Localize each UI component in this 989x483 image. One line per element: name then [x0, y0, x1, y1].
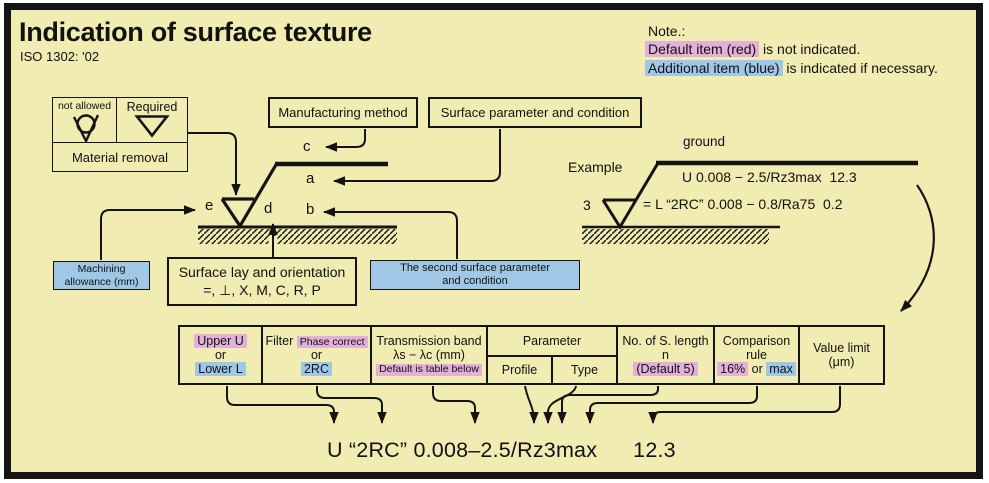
s-length-default: (Default 5): [633, 362, 698, 376]
table-col-comparison: Comparison rule 16% or max: [715, 327, 800, 383]
table-col-s-length: No. of S. length n (Default 5): [618, 327, 715, 383]
formula-filter: “2RC”: [348, 438, 408, 462]
transmission-default: Default is table below: [376, 363, 482, 376]
note-default-item: Default item (red): [645, 41, 760, 57]
table-col-parameter: Parameter Profile Type: [488, 327, 618, 383]
formula-n: 3: [543, 438, 556, 462]
parameter-type: Type: [570, 363, 599, 377]
value-limit-line2: (μm): [828, 355, 855, 369]
surface-lay-box: Surface lay and orientation =, ⊥, X, M, …: [167, 257, 357, 306]
phase-correct: Phase correct: [296, 335, 368, 348]
example-line1: U 0.008 − 2.5/Rz3max 12.3: [682, 169, 857, 185]
machining-allowance-line2: allowance (mm): [64, 275, 139, 288]
lower-l: Lower L: [195, 362, 246, 376]
parameter-header: Parameter: [522, 334, 582, 348]
formula-u: U: [327, 438, 343, 462]
transmission-band-line1: Transmission band: [376, 334, 482, 349]
note-heading: Note.:: [648, 23, 686, 39]
example-ground-label: ground: [683, 134, 726, 149]
transmission-band-line2: λs − λc (mm): [393, 348, 465, 363]
letter-e: e: [205, 197, 214, 214]
example-label: Example: [568, 159, 623, 175]
example-number: 3: [583, 197, 591, 213]
col1-or: or: [214, 348, 227, 362]
letter-b: b: [306, 201, 315, 218]
removal-not-allowed-icon: [72, 114, 99, 142]
letter-a: a: [306, 170, 315, 187]
formula-rule: max: [555, 438, 598, 462]
value-limit-line1: Value limit: [813, 341, 870, 355]
removal-required-icon: [134, 115, 170, 138]
second-parameter-line1: The second surface parameter: [400, 261, 550, 274]
standard-reference: ISO 1302: '02: [20, 49, 100, 64]
material-removal-label: Material removal: [71, 149, 169, 165]
col2-or: or: [310, 348, 323, 363]
table-col-transmission: Transmission band λs − λc (mm) Default i…: [372, 327, 488, 383]
formula-value: 12.3: [633, 438, 676, 462]
letter-d: d: [264, 200, 273, 217]
formula-type: z: [532, 438, 544, 462]
second-parameter-box: The second surface parameter and conditi…: [370, 260, 580, 290]
required-label: Required: [126, 100, 178, 114]
comparison-max: max: [766, 362, 796, 376]
not-allowed-label: not allowed: [57, 100, 112, 112]
formula-band: 0.008–2.5/: [413, 438, 518, 462]
comparison-line1: Comparison: [722, 334, 791, 348]
note-line-2: Additional item (blue) is indicated if n…: [645, 60, 938, 76]
upper-u: Upper U: [194, 334, 247, 348]
second-parameter-line2: and condition: [442, 275, 508, 287]
comparison-rule: rule: [746, 348, 767, 362]
table-col-upper-lower: Upper U or Lower L: [180, 327, 263, 383]
machining-allowance-line1: Machining: [77, 262, 126, 275]
note-line-2-rest: is indicated if necessary.: [782, 60, 938, 76]
filter-2rc: 2RC: [300, 362, 332, 377]
table-col-filter: Filter Phase correct or 2RC: [263, 327, 372, 383]
s-length-n: n: [662, 348, 669, 362]
page-title: Indication of surface texture: [19, 17, 372, 47]
comparison-or: or: [748, 362, 767, 376]
note-line-1-rest: is not indicated.: [759, 41, 861, 57]
formula-profile: R: [517, 438, 533, 462]
note-line-1: Default item (red) is not indicated.: [645, 41, 860, 57]
manufacturing-method-box: Manufacturing method: [268, 97, 418, 128]
letter-c: c: [303, 138, 311, 155]
designation-formula: U “2RC” 0.008–2.5/Rz3max 12.3: [327, 438, 676, 463]
s-length-line1: No. of S. length: [622, 334, 709, 348]
note-additional-item: Additional item (blue): [645, 60, 783, 76]
filter-label: Filter: [265, 333, 294, 348]
example-line2: = L “2RC” 0.008 − 0.8/Ra75 0.2: [643, 196, 843, 212]
material-removal-legend: not allowed Required Material removal: [52, 97, 188, 172]
surface-parameter-box: Surface parameter and condition: [428, 97, 642, 128]
comparison-16: 16%: [717, 362, 749, 376]
surface-lay-line2: =, ⊥, X, M, C, R, P: [203, 281, 321, 298]
designation-table: Upper U or Lower L Filter Phase correct …: [178, 325, 885, 385]
table-col-value-limit: Value limit (μm): [800, 327, 883, 383]
machining-allowance-box: Machining allowance (mm): [53, 261, 150, 290]
parameter-profile: Profile: [488, 357, 553, 383]
surface-lay-line1: Surface lay and orientation: [178, 264, 346, 280]
